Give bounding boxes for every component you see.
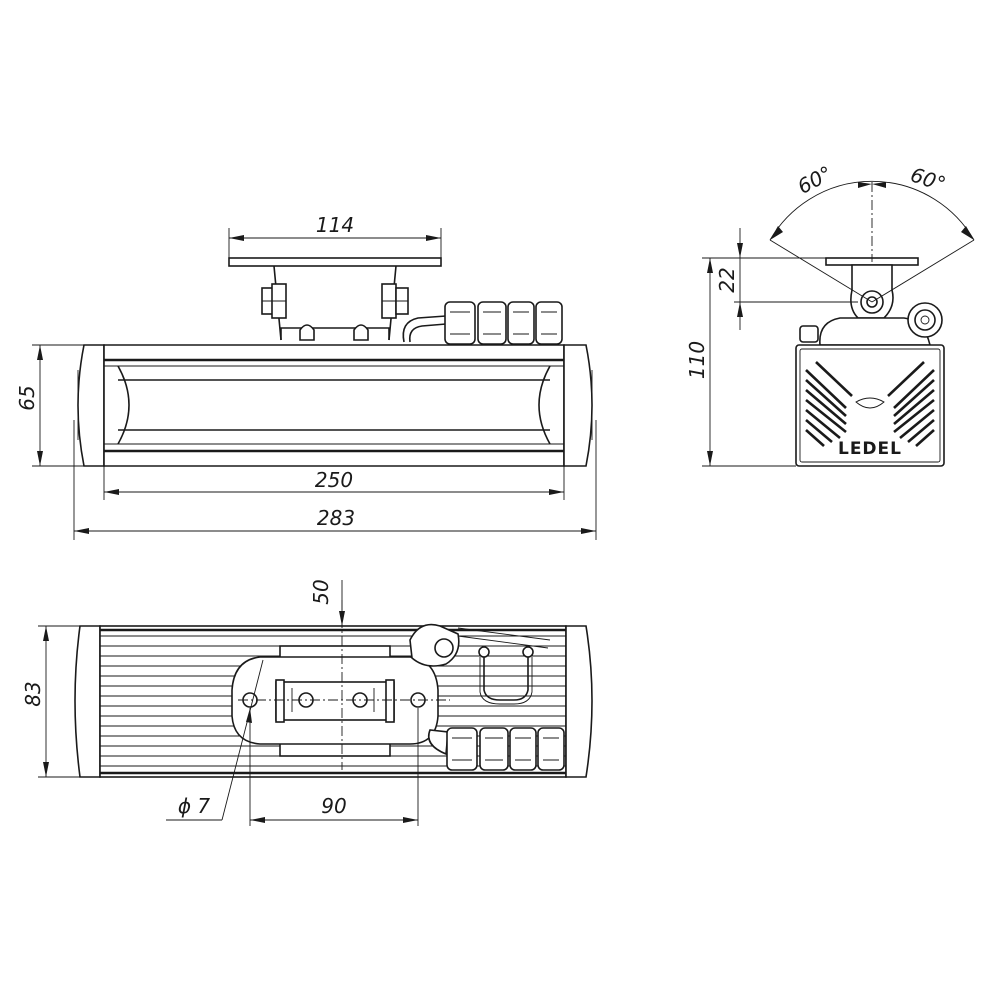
bottom-view: 50 83 90 ϕ 7 <box>21 579 593 826</box>
angle-left-label: 60° <box>793 161 836 199</box>
dim-line-110 <box>707 258 713 466</box>
ext-lines-65 <box>32 344 84 467</box>
dim-83-label: 83 <box>21 681 45 706</box>
side-housing <box>795 344 945 467</box>
cable-loop-inner <box>408 323 447 343</box>
dim-line-50 <box>339 580 345 626</box>
dim-110-label: 110 <box>685 341 709 379</box>
side-view: LEDEL 60° 60° 22 11 <box>685 161 975 467</box>
dim-22-label: 22 <box>715 267 739 292</box>
dim-phi7-label: ϕ 7 <box>178 794 211 818</box>
dim-283-label: 283 <box>317 506 355 530</box>
tilt-arc <box>769 180 975 241</box>
ext-lines-114 <box>228 228 442 258</box>
side-housing-inner <box>799 348 941 463</box>
side-center-emblem <box>855 397 885 409</box>
dim-line-250 <box>104 489 564 495</box>
side-connector <box>799 325 819 343</box>
side-fins-right <box>887 361 935 447</box>
angle-right-label: 60° <box>908 162 949 196</box>
dim-90-label: 90 <box>321 794 346 818</box>
cable-glands <box>444 301 563 345</box>
dim-line-65 <box>37 345 43 466</box>
dim-250-label: 250 <box>315 468 353 492</box>
bottom-gland-row <box>427 727 565 771</box>
side-fins-left <box>805 361 853 447</box>
ext-lines-283 <box>73 420 597 540</box>
dim-line-22 <box>737 228 743 330</box>
bottom-gland-top <box>409 623 551 705</box>
mounting-plate <box>228 257 442 267</box>
front-view: 114 65 250 283 <box>15 213 597 540</box>
dim-line-283 <box>74 528 596 534</box>
ext-lines-250 <box>103 466 565 500</box>
bolt-right <box>381 283 409 319</box>
bottom-end-left <box>74 625 101 778</box>
side-gland <box>907 302 943 338</box>
bracket-legs <box>273 265 397 341</box>
tilt-line-left <box>769 239 873 303</box>
front-body <box>77 344 593 467</box>
bolt-left <box>261 283 287 319</box>
ext-lines-90 <box>249 708 419 826</box>
dim-line-90 <box>250 817 418 823</box>
dim-114-label: 114 <box>316 213 354 237</box>
bracket-slot <box>275 679 395 723</box>
ledel-logo: LEDEL <box>838 439 902 459</box>
dim-line-114 <box>229 235 441 241</box>
dim-50-label: 50 <box>309 579 333 604</box>
tilt-line-right <box>871 239 975 303</box>
dim-65-label: 65 <box>15 385 39 410</box>
dim-leader-phi7 <box>166 659 264 821</box>
dim-line-83 <box>43 626 49 777</box>
bracket-base <box>280 327 390 340</box>
bracket-nuts <box>299 324 369 341</box>
cable-loop <box>402 315 447 343</box>
bottom-end-right <box>565 625 593 778</box>
